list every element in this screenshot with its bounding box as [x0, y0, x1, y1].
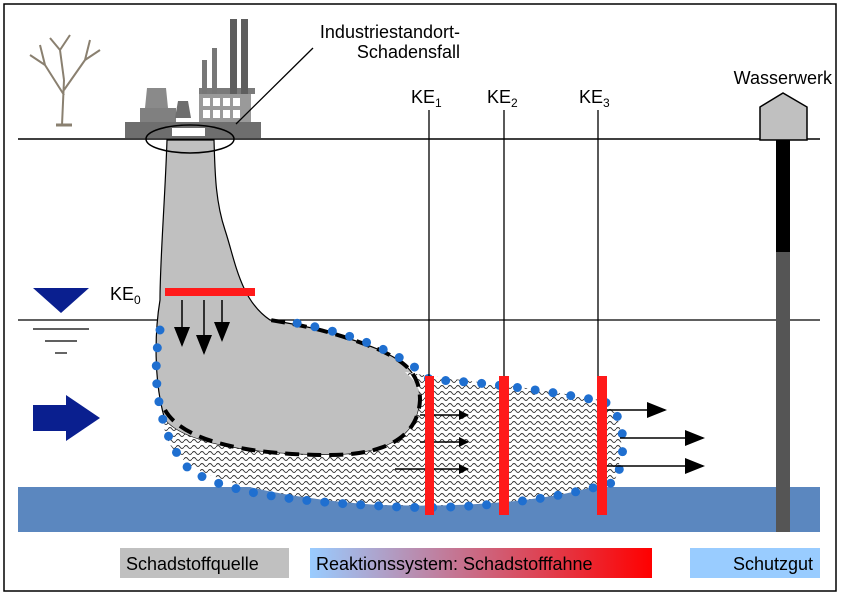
ke0-label: KE0: [110, 284, 141, 307]
legend-reaction-label: Reaktionssystem: Schadstofffahne: [316, 554, 593, 574]
site-ellipse: [145, 124, 235, 154]
contaminant-source: [155, 139, 421, 456]
ke3-label: KE3: [579, 87, 610, 110]
groundwater-flow-arrow-icon: [33, 395, 100, 441]
industry-label-line2: Schadensfall: [357, 42, 460, 62]
legend-protected-box: [690, 548, 820, 578]
control-plane-ke3: [597, 376, 607, 515]
legend-source-box: [120, 548, 289, 578]
legend-protected-label: Schutzgut: [733, 554, 813, 574]
ke2-label: KE2: [487, 87, 518, 110]
legend-reaction-box: [310, 548, 652, 578]
control-plane-ke1: [425, 376, 434, 515]
tree-icon: [29, 34, 101, 127]
callout-line: [235, 47, 314, 125]
industry-label-line1: Industriestandort-: [320, 22, 460, 42]
control-plane-ke0: [165, 288, 255, 296]
ke1-label: KE1: [411, 87, 442, 110]
legend-source-label: Schadstoffquelle: [126, 554, 259, 574]
waterworks-label: Wasserwerk: [734, 68, 833, 88]
waterworks-icon: [759, 92, 808, 532]
source-zone-boundary: [163, 318, 423, 458]
control-plane-ke2: [499, 376, 509, 515]
water-table-symbol-icon: [33, 288, 89, 354]
